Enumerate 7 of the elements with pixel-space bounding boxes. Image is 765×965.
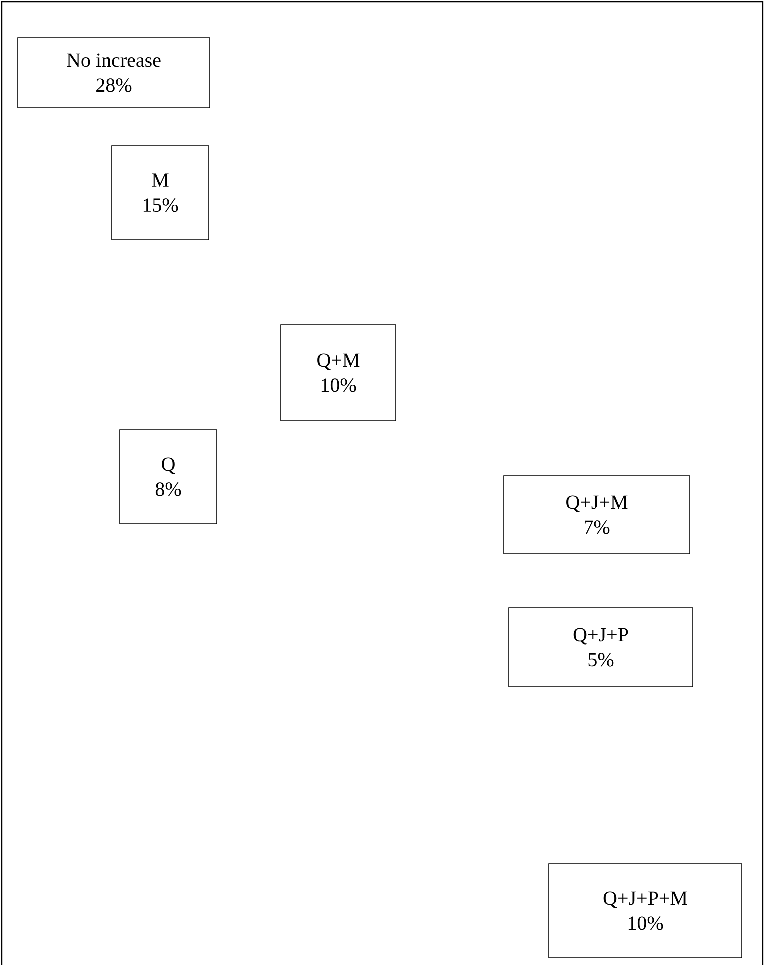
category-box: Q+J+M 7% — [504, 476, 690, 554]
category-box: Q+J+P+M 10% — [548, 864, 742, 958]
category-box: Q 8% — [120, 430, 218, 524]
category-box: Q+J+P 5% — [508, 608, 694, 688]
category-box: Q+M 10% — [280, 324, 396, 422]
category-box: M 15% — [112, 146, 210, 240]
category-box: No increase 28% — [18, 38, 210, 108]
